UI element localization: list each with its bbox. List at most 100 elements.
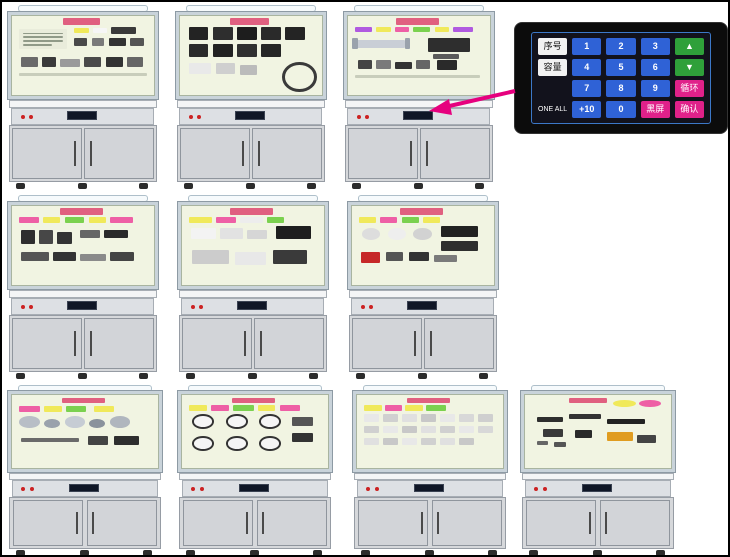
door-handle bbox=[262, 511, 265, 535]
board-component bbox=[239, 65, 257, 75]
power-button bbox=[20, 115, 25, 120]
door-handle bbox=[420, 511, 423, 535]
control-screen bbox=[235, 111, 266, 121]
caster-wheel bbox=[78, 373, 88, 379]
cabinet-door-right bbox=[256, 499, 328, 547]
board-component bbox=[240, 216, 263, 224]
board-component bbox=[61, 397, 106, 404]
door-handle bbox=[605, 511, 608, 535]
power-button bbox=[191, 487, 196, 492]
board-component bbox=[404, 38, 411, 50]
caster-wheel bbox=[16, 373, 26, 379]
pointer-arrow-head bbox=[429, 99, 452, 115]
power-button bbox=[188, 115, 193, 120]
work-counter bbox=[344, 100, 494, 126]
board-component bbox=[459, 414, 474, 422]
board-component bbox=[383, 437, 398, 446]
base-cabinet bbox=[8, 496, 162, 550]
work-counter bbox=[521, 473, 675, 497]
board-component bbox=[23, 44, 52, 46]
board-component bbox=[356, 39, 405, 48]
caster-wheel bbox=[414, 183, 424, 189]
keypad-button-循环: 循环 bbox=[674, 80, 705, 97]
board-component bbox=[247, 229, 268, 240]
board-component bbox=[109, 415, 131, 428]
cabinet-door-right bbox=[420, 128, 490, 179]
base-cabinet bbox=[521, 496, 675, 550]
cabinet-door-right bbox=[252, 128, 322, 179]
cabinet-door-left bbox=[348, 128, 418, 179]
stop-button bbox=[199, 305, 204, 310]
board-component bbox=[257, 404, 276, 411]
board-component bbox=[80, 229, 101, 239]
caster-wheel bbox=[16, 183, 26, 189]
caster-wheel bbox=[139, 373, 149, 379]
demo-cabinet-5 bbox=[177, 195, 329, 379]
demo-cabinet-8 bbox=[177, 385, 333, 555]
door-handle bbox=[413, 331, 416, 356]
board-component bbox=[361, 228, 381, 240]
board-component bbox=[536, 417, 563, 423]
display-board-panel bbox=[351, 204, 495, 287]
stop-button bbox=[374, 487, 379, 492]
pointer-arrow bbox=[429, 89, 516, 115]
board-component bbox=[400, 208, 443, 215]
cabinet-door-left bbox=[182, 318, 252, 369]
keypad-button-2: 2 bbox=[606, 38, 636, 55]
control-screen bbox=[67, 111, 98, 121]
display-board-panel bbox=[356, 394, 504, 470]
caster-wheel bbox=[475, 183, 485, 189]
board-component bbox=[63, 18, 101, 25]
board-component bbox=[234, 251, 266, 265]
board-component bbox=[189, 216, 212, 224]
stop-button bbox=[369, 305, 374, 310]
board-component bbox=[20, 229, 35, 244]
board-component bbox=[434, 255, 458, 263]
keypad-button-4: 4 bbox=[572, 59, 602, 76]
caster-wheel bbox=[309, 373, 319, 379]
display-board bbox=[7, 10, 159, 101]
board-component bbox=[211, 404, 229, 411]
work-counter bbox=[8, 473, 162, 497]
board-component bbox=[19, 405, 40, 412]
board-component bbox=[459, 426, 474, 434]
board-component bbox=[188, 26, 209, 40]
control-panel bbox=[11, 297, 155, 316]
caster-wheel bbox=[655, 550, 665, 555]
display-board-panel bbox=[347, 14, 491, 97]
board-component bbox=[80, 254, 106, 262]
board-component bbox=[433, 53, 459, 60]
work-counter bbox=[8, 290, 158, 316]
control-panel bbox=[11, 480, 159, 497]
board-component bbox=[192, 436, 215, 451]
cabinet-door-right bbox=[86, 499, 158, 547]
board-component bbox=[355, 74, 481, 78]
base-cabinet bbox=[176, 125, 326, 182]
display-board bbox=[177, 200, 329, 291]
board-component bbox=[23, 32, 64, 35]
door-handle bbox=[241, 141, 244, 166]
door-handle bbox=[75, 511, 78, 535]
control-screen bbox=[239, 483, 270, 493]
work-counter bbox=[178, 473, 332, 497]
board-component bbox=[225, 436, 248, 451]
board-component bbox=[260, 26, 281, 40]
caster-wheel bbox=[186, 550, 196, 555]
cabinet-door-left bbox=[357, 499, 429, 547]
stop-button bbox=[199, 487, 204, 492]
board-component bbox=[259, 436, 282, 451]
keypad-button-▼: ▼ bbox=[674, 59, 705, 76]
board-component bbox=[216, 216, 236, 224]
cabinet-door-right bbox=[84, 128, 154, 179]
board-component bbox=[88, 216, 106, 224]
counter-top bbox=[348, 290, 498, 298]
keypad-label: 序号 bbox=[538, 38, 568, 55]
control-panel bbox=[524, 480, 672, 497]
board-component bbox=[20, 251, 49, 262]
demo-cabinet-6 bbox=[347, 195, 499, 379]
caster-wheel bbox=[479, 373, 489, 379]
board-component bbox=[394, 61, 412, 69]
counter-top bbox=[178, 473, 332, 481]
board-component bbox=[114, 436, 139, 446]
